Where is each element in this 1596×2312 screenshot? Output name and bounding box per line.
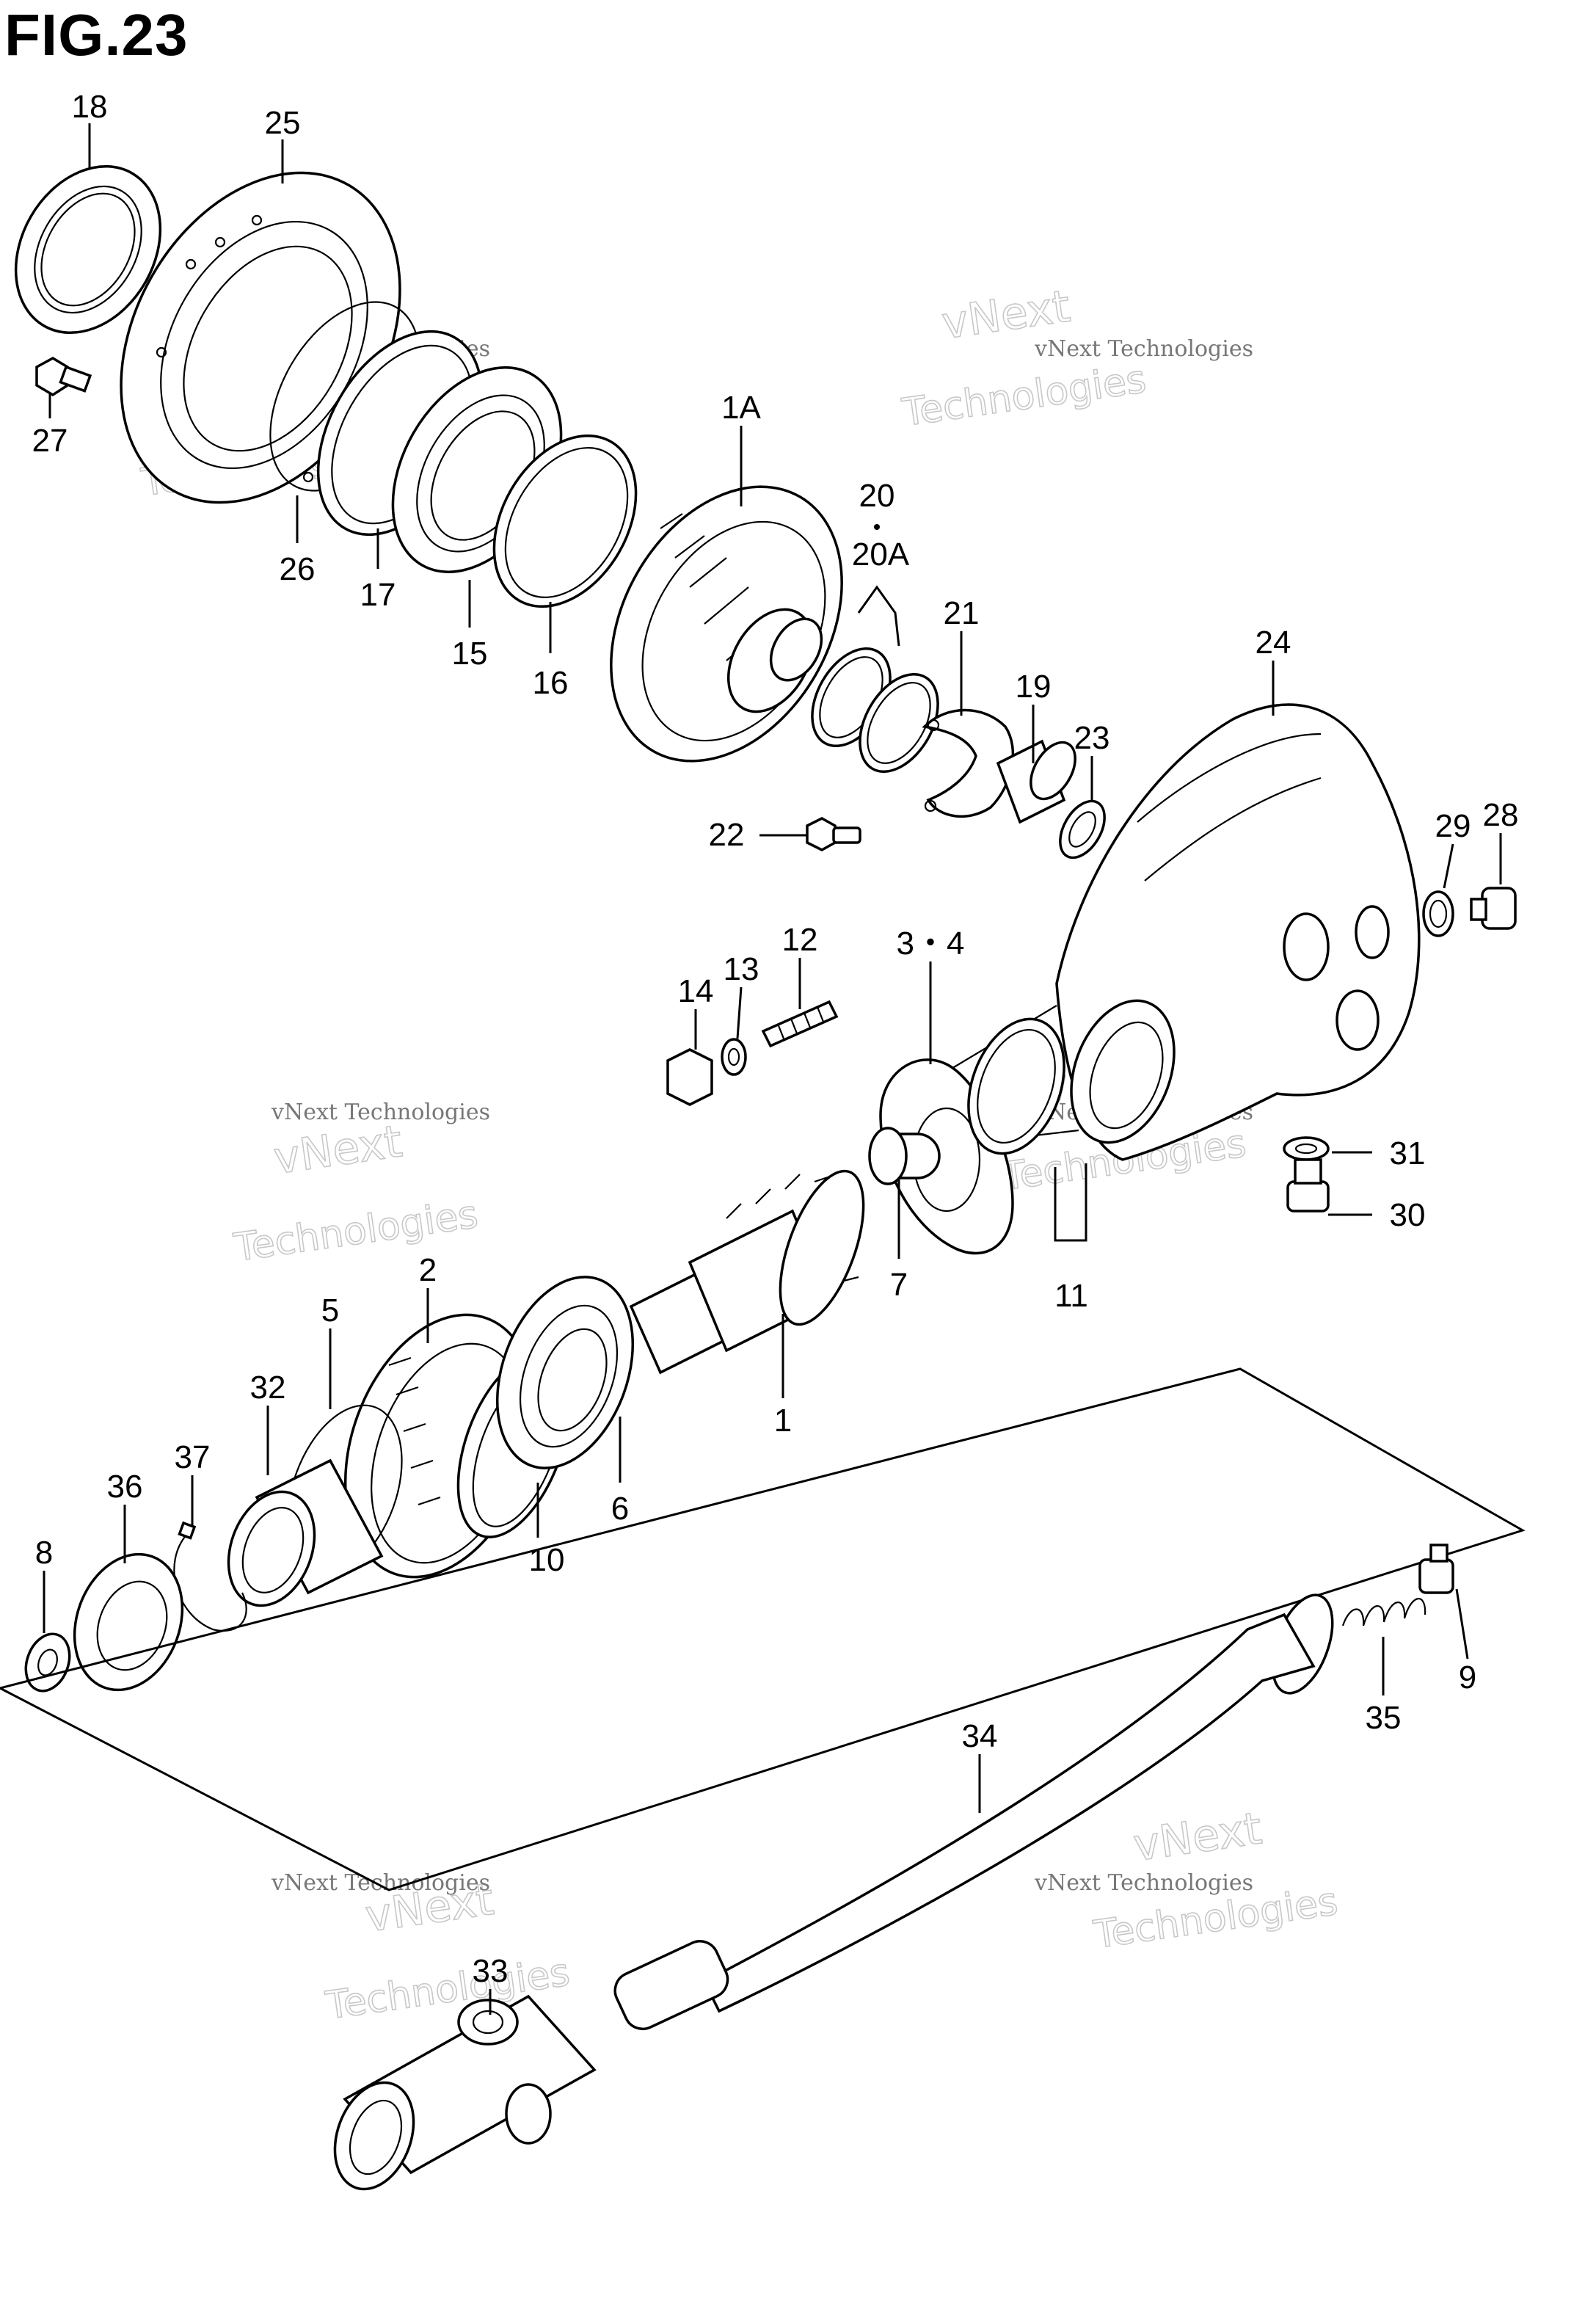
callout-8: 8	[35, 1535, 53, 1571]
watermark-small: vNext Technologies	[271, 1870, 490, 1896]
watermark-vnext: vNext	[1130, 1803, 1264, 1872]
callout-25: 25	[265, 105, 301, 141]
callout-6: 6	[611, 1491, 629, 1527]
callout-30: 30	[1390, 1197, 1426, 1233]
part-13-washer	[721, 1038, 747, 1076]
part-6-bearing	[495, 1276, 635, 1469]
part-24-gear-case	[946, 703, 1421, 1161]
callout-2: 2	[419, 1252, 437, 1288]
callout-11: 11	[1054, 1278, 1088, 1314]
part-32-sleeve	[227, 1458, 384, 1607]
callout-12: 12	[782, 922, 818, 958]
part-19-needle-bearing	[996, 739, 1076, 824]
part-36-boot	[73, 1552, 184, 1692]
part-20-shims	[811, 647, 939, 774]
callout-labels: 18 25 27 26 17 15 16 1A 20 20A 21 19 23 …	[32, 89, 1519, 1989]
callout-13: 13	[724, 951, 759, 987]
part-31-washer	[1283, 1136, 1330, 1161]
callout-33: 33	[473, 1953, 509, 1989]
callout-34: 34	[962, 1718, 998, 1754]
part-33-universal-joint	[333, 1994, 597, 2191]
watermark-mid-left: vNext Technologies	[230, 1115, 481, 1270]
watermark-small: vNext Technologies	[1034, 336, 1253, 362]
watermark-vnext: vNext	[271, 1116, 405, 1185]
part-7-bushing	[868, 1127, 941, 1185]
watermark-tech: Technologies	[899, 357, 1148, 435]
part-23-washer	[1059, 799, 1106, 859]
callout-23: 23	[1074, 720, 1110, 756]
callout-10: 10	[529, 1542, 565, 1578]
watermark-tech: Technologies	[231, 1193, 481, 1270]
part-1-pinion-gear	[629, 1169, 865, 1375]
part-35-spring	[1341, 1598, 1426, 1626]
callout-22: 22	[709, 817, 745, 853]
callout-20a: 20A	[852, 537, 910, 572]
callout-16: 16	[533, 665, 569, 701]
callout-14: 14	[678, 973, 714, 1009]
callout-24: 24	[1256, 625, 1291, 661]
part-8-washer	[24, 1632, 71, 1693]
callout-26: 26	[280, 551, 316, 587]
part-16-ring	[492, 434, 638, 608]
callout-separator-dot	[874, 524, 880, 530]
watermark-small: vNext Technologies	[271, 1099, 490, 1125]
callout-15: 15	[452, 636, 488, 672]
callout-20: 20	[859, 478, 895, 514]
callout-27: 27	[32, 423, 68, 459]
callout-7: 7	[890, 1267, 908, 1303]
part-34-drive-shaft	[613, 1593, 1334, 2031]
figure-title: FIG.23	[4, 2, 189, 68]
callout-3-4: 3・4	[897, 926, 965, 961]
shaft-group-frame	[0, 1367, 1526, 1891]
watermark-small: vNext Technologies	[1034, 1870, 1253, 1896]
callout-18: 18	[72, 89, 108, 125]
callout-29: 29	[1435, 808, 1471, 844]
callout-37: 37	[175, 1439, 211, 1475]
part-18-oil-seal	[14, 165, 162, 334]
part-21-stopper-plate	[922, 708, 1015, 818]
callout-28: 28	[1483, 797, 1519, 833]
callout-31: 31	[1390, 1135, 1426, 1171]
callout-9: 9	[1459, 1660, 1476, 1695]
part-11-o-rings	[967, 1017, 1065, 1155]
part-27-bolt	[35, 356, 92, 397]
callout-17: 17	[360, 577, 396, 613]
part-22-bolt	[806, 817, 861, 851]
part-28-plug	[1470, 887, 1517, 930]
part-1a-bevel-gear	[610, 485, 843, 763]
part-30-plug	[1286, 1158, 1330, 1213]
callout-1a: 1A	[721, 390, 761, 426]
leader-lines	[43, 123, 1502, 2015]
callout-5: 5	[321, 1293, 339, 1328]
callout-32: 32	[250, 1370, 286, 1406]
callout-35: 35	[1366, 1700, 1402, 1736]
part-12-stud-bolt	[761, 1000, 839, 1048]
part-14-nut	[666, 1048, 713, 1106]
callout-36: 36	[107, 1469, 143, 1505]
part-37-circlip	[173, 1521, 247, 1632]
callout-1: 1	[774, 1403, 792, 1439]
part-9-plug	[1418, 1544, 1454, 1594]
part-29-washer	[1422, 890, 1454, 937]
callout-21: 21	[944, 595, 980, 631]
callout-19: 19	[1016, 669, 1052, 705]
